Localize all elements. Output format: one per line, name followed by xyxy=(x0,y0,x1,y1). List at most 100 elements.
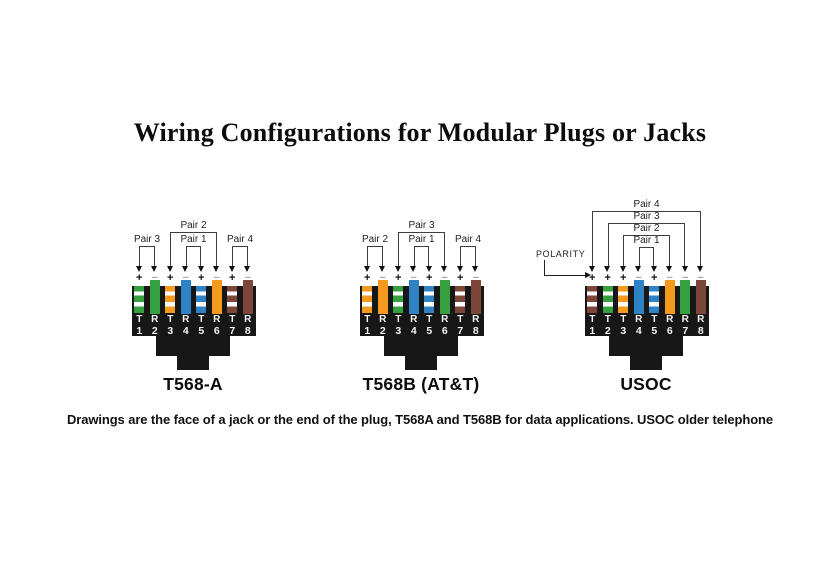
polarity-callout: POLARITY xyxy=(536,249,591,278)
tip-ring-label: T xyxy=(229,314,236,325)
polarity-sign: + xyxy=(395,272,402,284)
arrow-down-icon xyxy=(588,266,595,272)
arrow-down-icon xyxy=(441,266,448,272)
polarity-sign: − xyxy=(441,272,448,284)
arrow-down-icon xyxy=(379,266,386,272)
pin-bar-green xyxy=(680,280,691,314)
tip-ring-label: T xyxy=(136,314,143,325)
pin-bar-brown xyxy=(470,280,481,314)
pin-number: 5 xyxy=(198,325,205,337)
arrow-down-icon xyxy=(197,266,204,272)
pin-bar-white-brown xyxy=(587,286,598,313)
pair-bracket xyxy=(398,232,445,266)
pin-bar-blue xyxy=(408,280,419,314)
polarity-sign: − xyxy=(472,272,479,284)
polarity-arrow-line xyxy=(544,260,585,276)
pin-bar-green xyxy=(149,280,160,314)
polarity-sign: + xyxy=(136,272,143,284)
pin-number: 6 xyxy=(441,325,448,337)
tip-ring-label: T xyxy=(620,314,627,325)
jack-body-tab xyxy=(630,356,662,370)
pin-bar-white-brown xyxy=(455,286,466,313)
pin-number: 1 xyxy=(136,325,143,337)
pair-bracket xyxy=(232,246,248,266)
tip-ring-label: R xyxy=(151,314,159,325)
polarity-sign: − xyxy=(635,272,642,284)
polarity-sign: − xyxy=(213,272,220,284)
tip-ring-label: T xyxy=(198,314,205,325)
pin-number: 6 xyxy=(213,325,220,337)
pin-number: 3 xyxy=(620,325,627,337)
polarity-sign: + xyxy=(651,272,658,284)
tip-ring-label: T xyxy=(589,314,596,325)
arrow-down-icon xyxy=(228,266,235,272)
arrow-down-icon xyxy=(604,266,611,272)
pin-number: 2 xyxy=(151,325,158,337)
tip-ring-label: T xyxy=(651,314,658,325)
pair-bracket xyxy=(638,247,655,266)
pin-bar-white-orange xyxy=(618,286,629,313)
arrow-down-icon xyxy=(363,266,370,272)
tip-ring-label: R xyxy=(681,314,689,325)
polarity-sign: − xyxy=(410,272,417,284)
pair-bracket xyxy=(607,223,686,266)
polarity-sign: + xyxy=(604,272,611,284)
pin-number: 3 xyxy=(395,325,402,337)
polarity-sign: − xyxy=(666,272,673,284)
pin-bar-blue xyxy=(180,280,191,314)
pin-bar-orange xyxy=(211,280,222,314)
polarity-signs-row: +−+−+−+− xyxy=(346,272,496,285)
pin-number: 4 xyxy=(410,325,417,337)
pair-label: Pair 3 xyxy=(130,235,164,245)
tip-ring-label: R xyxy=(213,314,221,325)
polarity-sign: − xyxy=(244,272,251,284)
tip-ring-label: R xyxy=(410,314,418,325)
tip-ring-label: R xyxy=(472,314,480,325)
polarity-label: POLARITY xyxy=(536,249,586,259)
jack-body-step xyxy=(609,336,683,356)
tip-ring-label: T xyxy=(604,314,611,325)
pair-bracket xyxy=(460,246,476,266)
polarity-sign: + xyxy=(620,272,627,284)
polarity-signs-row: +++−+−−− xyxy=(571,272,721,285)
pair-bracket xyxy=(185,246,202,266)
polarity-sign: − xyxy=(151,272,158,284)
pair-bracket xyxy=(139,246,155,266)
arrow-down-icon xyxy=(213,266,220,272)
jack-body-tab xyxy=(405,356,437,370)
pair-label: Pair 2 xyxy=(358,235,392,245)
pair-label: Pair 1 xyxy=(630,236,663,246)
pair-label: Pair 4 xyxy=(451,235,485,245)
jack-body-tab xyxy=(177,356,209,370)
pair-bracket xyxy=(367,246,383,266)
polarity-sign: + xyxy=(457,272,464,284)
pin-number: 3 xyxy=(167,325,174,337)
pair-label: Pair 3 xyxy=(405,221,438,231)
polarity-sign: + xyxy=(229,272,236,284)
pin-number: 7 xyxy=(457,325,464,337)
arrow-down-icon xyxy=(635,266,642,272)
arrow-down-icon xyxy=(182,266,189,272)
arrow-down-icon xyxy=(166,266,173,272)
polarity-sign: + xyxy=(364,272,371,284)
pair-label: Pair 1 xyxy=(177,235,210,245)
pin-bar-brown xyxy=(695,280,706,314)
pin-number: 2 xyxy=(379,325,386,337)
arrow-down-icon xyxy=(472,266,479,272)
pin-number: 1 xyxy=(364,325,371,337)
pin-number: 2 xyxy=(604,325,611,337)
pin-bar-white-orange xyxy=(165,286,176,313)
pair-bracket xyxy=(623,235,670,266)
pair-label: Pair 4 xyxy=(223,235,257,245)
tip-ring-label: R xyxy=(635,314,643,325)
jack-body-step xyxy=(156,336,230,356)
pair-label: Pair 3 xyxy=(630,212,663,222)
tip-ring-label: T xyxy=(426,314,433,325)
arrow-down-icon xyxy=(425,266,432,272)
pin-bar-green xyxy=(439,280,450,314)
pin-bar-white-blue xyxy=(424,286,435,313)
